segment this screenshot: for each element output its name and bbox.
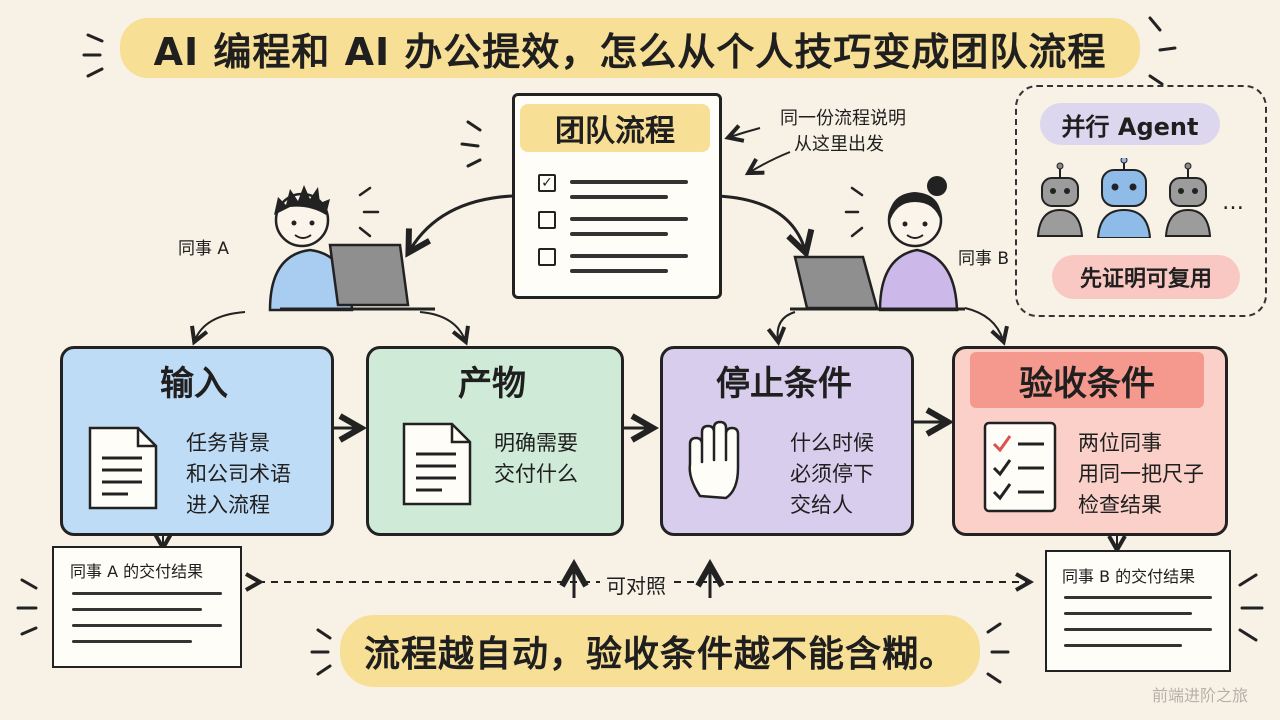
result-line — [72, 608, 202, 611]
card-accept-title-bg — [970, 352, 1204, 408]
card-text-line: 交给人 — [790, 493, 853, 517]
process-line — [570, 269, 668, 273]
process-line — [570, 254, 688, 258]
checkbox-checked-icon: ✓ — [538, 174, 556, 192]
person-a-label: 同事 A — [178, 239, 230, 259]
title-sparkle-left — [82, 33, 104, 78]
card-text-line: 进入流程 — [186, 493, 270, 517]
result-line — [1064, 596, 1212, 599]
note-arrow-1 — [730, 128, 761, 137]
result-line — [1064, 644, 1182, 647]
watermark: 前端进阶之旅 — [1152, 686, 1249, 705]
stop-hand-icon — [688, 420, 740, 500]
title-sparkle-right — [1148, 16, 1177, 86]
result-document-a — [52, 546, 242, 668]
card-text-line: 和公司术语 — [186, 462, 291, 486]
process-title: 团队流程 — [520, 104, 710, 152]
checkbox-empty-icon — [538, 211, 556, 229]
checklist-icon — [983, 421, 1057, 513]
robot-icon — [1096, 158, 1152, 238]
result-a-label: 同事 A 的交付结果 — [70, 562, 204, 581]
process-line — [570, 232, 668, 236]
result-document-b — [1045, 550, 1231, 672]
doc-sparkle — [460, 120, 482, 168]
arrow-b-to-accept — [964, 307, 1003, 340]
bottom-sparkle-left — [310, 628, 332, 676]
card-output-title: 产物 — [458, 364, 526, 404]
result-line — [72, 592, 222, 595]
result-b-label: 同事 B 的交付结果 — [1062, 567, 1196, 586]
result-sparkle-left — [16, 578, 38, 636]
robot-icons — [1036, 158, 1212, 238]
arrow-doc-to-b — [717, 194, 805, 250]
bottom-banner: 流程越自动，验收条件越不能含糊。 — [340, 615, 980, 687]
card-text-line: 明确需要 — [494, 431, 578, 455]
result-line — [72, 640, 192, 643]
card-accept-text: 两位同事 用同一把尺子 检查结果 — [1078, 428, 1204, 521]
card-text-line: 必须停下 — [790, 462, 874, 486]
result-line — [1064, 612, 1192, 615]
parallel-agent-box — [1015, 85, 1267, 317]
agent-ellipsis: … — [1222, 190, 1244, 215]
robot-icon — [1036, 162, 1084, 237]
result-line — [1064, 628, 1212, 631]
checkbox-empty-icon — [538, 248, 556, 266]
card-input-text: 任务背景 和公司术语 进入流程 — [186, 428, 291, 521]
main-title: AI 编程和 AI 办公提效，怎么从个人技巧变成团队流程 — [120, 18, 1140, 78]
person-b-sparkle — [844, 186, 864, 238]
arrow-doc-to-a — [410, 194, 513, 250]
arrow-a-to-output — [419, 311, 465, 340]
card-stop-text: 什么时候 必须停下 交给人 — [790, 428, 874, 521]
card-text-line: 两位同事 — [1078, 431, 1162, 455]
bottom-sparkle-right — [986, 622, 1010, 684]
card-text-line: 用同一把尺子 — [1078, 462, 1204, 486]
reuse-badge: 先证明可复用 — [1052, 255, 1240, 299]
card-stop-title: 停止条件 — [716, 364, 852, 404]
document-icon — [88, 426, 158, 510]
process-note: 同一份流程说明 从这里出发 — [780, 106, 906, 158]
robot-icon — [1164, 162, 1212, 237]
card-input-title: 输入 — [160, 364, 228, 404]
compare-label: 可对照 — [600, 570, 672, 599]
agent-title-pill: 并行 Agent — [1040, 103, 1220, 145]
note-arrow-2 — [750, 151, 791, 172]
card-text-line: 任务背景 — [186, 431, 270, 455]
process-note-line-1: 同一份流程说明 — [780, 108, 906, 129]
arrow-a-to-input — [195, 311, 246, 340]
person-b-illustration — [790, 176, 965, 312]
card-output-text: 明确需要 交付什么 — [494, 428, 578, 490]
document-icon — [402, 422, 472, 506]
result-line — [72, 624, 222, 627]
card-accept-title: 验收条件 — [1019, 364, 1155, 404]
result-sparkle-right — [1238, 573, 1264, 642]
arrow-b-to-stop — [778, 311, 796, 340]
person-b-label: 同事 B — [958, 249, 1010, 269]
person-a-illustration — [268, 185, 435, 312]
card-text-line: 检查结果 — [1078, 493, 1162, 517]
process-note-line-2: 从这里出发 — [794, 134, 884, 155]
process-line — [570, 195, 668, 199]
process-line — [570, 217, 688, 221]
card-text-line: 交付什么 — [494, 462, 578, 486]
card-text-line: 什么时候 — [790, 431, 874, 455]
person-a-sparkle — [358, 186, 380, 238]
process-line — [570, 180, 688, 184]
